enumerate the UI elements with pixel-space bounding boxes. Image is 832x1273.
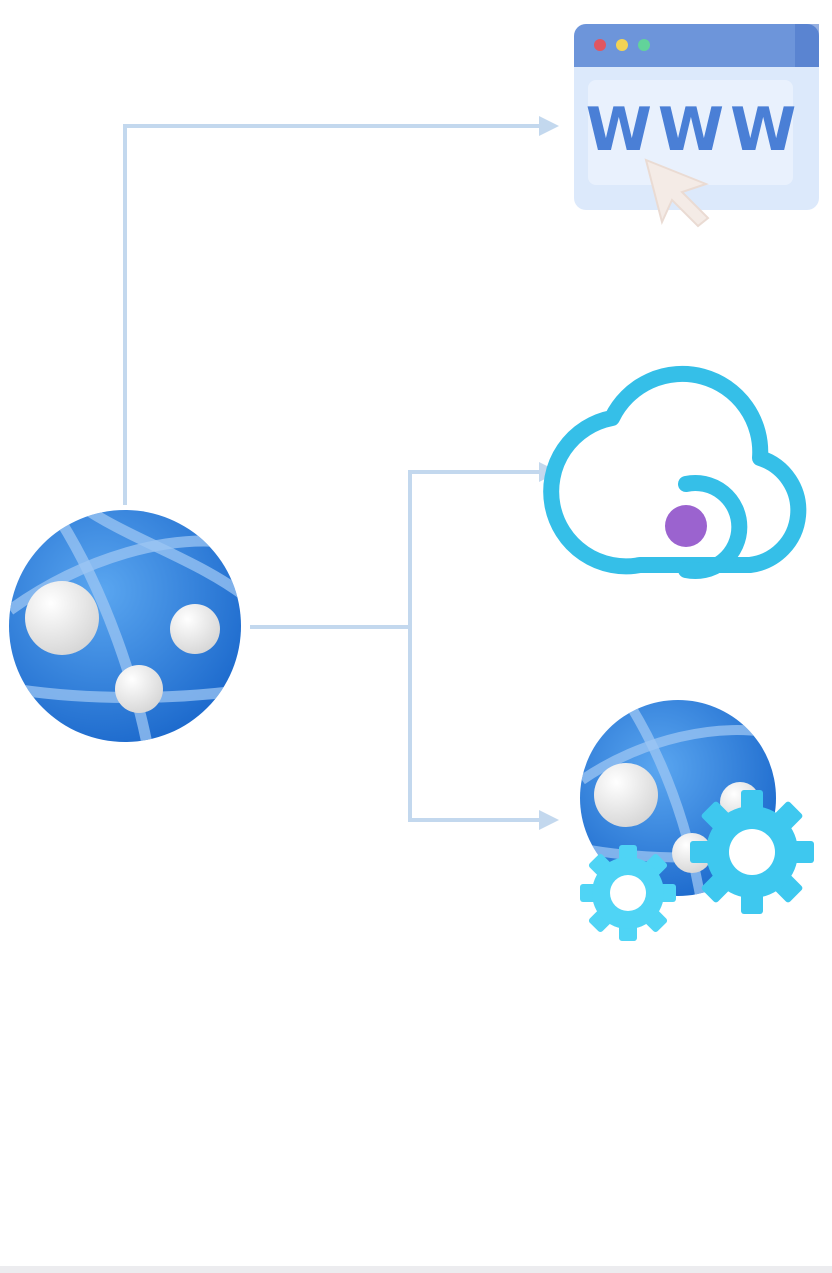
window-maximize-dot: [638, 39, 650, 51]
window-close-dot: [594, 39, 606, 51]
connector-to-website: [123, 116, 559, 505]
web-app-globe-icon: [9, 510, 241, 742]
connector-to-functions: [408, 627, 559, 830]
cloud-api-icon: [543, 365, 807, 579]
web-app-settings-icon: [580, 700, 814, 941]
browser-www-icon: WWW: [574, 24, 819, 228]
gear-icon: [580, 845, 676, 941]
connector-to-cloud: [408, 462, 559, 627]
www-label: WWW: [586, 95, 803, 165]
connectors: [123, 116, 559, 830]
window-minimize-dot: [616, 39, 628, 51]
bottom-edge-bar: [0, 1266, 832, 1273]
cursor-icon: [644, 158, 710, 228]
gear-icon: [690, 790, 814, 914]
